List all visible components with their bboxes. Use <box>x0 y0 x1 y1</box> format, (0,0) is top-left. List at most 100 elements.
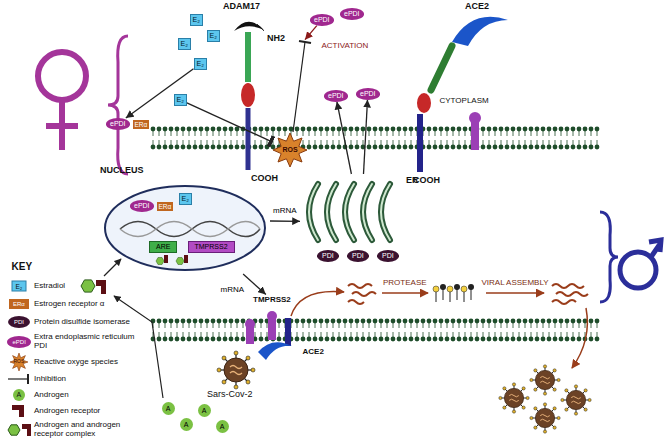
estradiol-square: E₂ <box>174 94 187 106</box>
legend-text: Estradiol <box>34 282 142 291</box>
key-heading: KEY <box>12 261 33 272</box>
node-text: PDI <box>322 252 334 260</box>
androgen-circle: A <box>162 402 175 415</box>
node-heading: NUCLEUS <box>100 166 144 176</box>
edge-label: mRNA <box>219 286 245 295</box>
node-heading: ADAM17 <box>223 2 260 12</box>
ar-complex <box>156 258 164 265</box>
legend-text: Reactive oxyge species <box>34 358 142 367</box>
female-symbol <box>38 52 86 150</box>
pdi-oval: PDI <box>347 250 369 262</box>
node-text: E₂ <box>197 60 204 68</box>
node-text: A <box>162 402 175 415</box>
node-text: ARE <box>156 243 170 251</box>
nucleus-outline <box>96 166 270 274</box>
estrogen-receptor: ERα <box>157 202 174 211</box>
node-text: ePDI <box>360 90 376 98</box>
pdi-oval: PDI <box>377 250 399 262</box>
key-icon-text: ePDI <box>13 339 26 346</box>
sars-cov-2-virus: Sars-Cov-2 <box>205 352 271 402</box>
connector-arrow <box>187 103 271 141</box>
node-text: E₂ <box>177 96 184 104</box>
epdi-oval: ePDI <box>310 14 334 26</box>
node-text: A <box>180 418 193 431</box>
estradiol-square: E₂ <box>190 14 203 26</box>
cell-membrane <box>150 126 600 150</box>
ar-complex <box>184 255 188 263</box>
estradiol-square: E₂ <box>179 193 192 205</box>
connector-arrow <box>243 274 266 295</box>
androgen-circle: A <box>216 420 229 433</box>
node-heading: Sars-Cov-2 <box>207 390 253 400</box>
ar-complex <box>176 258 184 265</box>
epdi-oval: ePDI <box>106 118 130 130</box>
node-text: ePDI <box>110 120 126 128</box>
ar-complex <box>164 255 168 263</box>
connector-arrow <box>364 100 368 174</box>
epdi-oval: ePDI <box>130 200 154 212</box>
cell-membrane <box>150 318 600 342</box>
node-text: E₂ <box>181 40 188 48</box>
connector-arrow <box>270 220 300 222</box>
node-text: COOH <box>251 174 278 184</box>
male-symbol <box>620 240 661 288</box>
legend-text: Extra endoplasmic reticulum PDI <box>34 333 142 351</box>
key-icon-text: ROS <box>14 359 25 365</box>
node-text: TMPRSS2 <box>195 243 228 251</box>
edge-label: ACTIVATION <box>320 42 369 51</box>
node-heading: ER <box>406 176 419 186</box>
node-text: ROS <box>271 133 309 167</box>
dna-strand <box>120 222 260 237</box>
epdi-oval: ePDI <box>324 90 348 102</box>
ros-star: ROS <box>271 133 309 167</box>
dna-strand <box>120 222 260 237</box>
node-text: TMPRSS2 <box>253 296 291 305</box>
estradiol-square: E₂ <box>207 30 220 42</box>
estradiol-square: E₂ <box>194 58 207 70</box>
ace2-receptor: ACE2COOH <box>395 0 520 190</box>
androgen-circle: A <box>180 418 193 431</box>
ace2-drawing <box>417 17 508 172</box>
viral-fragments <box>348 284 376 304</box>
connector-arrow <box>305 26 317 40</box>
legend-text: Inhibition <box>34 375 142 384</box>
node-text: A <box>198 404 211 417</box>
key-icon-text: ERα <box>13 301 25 308</box>
process-label: PROTEASE <box>383 279 427 288</box>
region-label: CYTOPLASM <box>440 97 489 106</box>
key-icon-text: E₂ <box>16 283 23 290</box>
node-text: NH2 <box>267 34 285 44</box>
node-text: ERα <box>135 121 148 128</box>
tmprss2-gene: TMPRSS2 <box>188 241 235 253</box>
protein-label: TMPRSS2 <box>252 295 292 306</box>
edge-label: mRNA <box>272 207 298 216</box>
process-label: VIRAL ASSEMBLY <box>482 279 549 288</box>
node-text: E₂ <box>193 16 200 24</box>
er-cisternae <box>309 184 390 240</box>
female-bracket <box>108 36 128 174</box>
viral-proteins <box>433 284 474 302</box>
node-text: ePDI <box>314 16 330 24</box>
key-icons <box>7 281 31 436</box>
endoplasmic-reticulum: ER PDI PDI PDI <box>300 174 422 270</box>
node-text: ePDI <box>134 202 150 210</box>
node-text: PDI <box>352 252 364 260</box>
node-text: ePDI <box>328 92 344 100</box>
connector-arrow <box>126 69 194 118</box>
legend-text: Androgen and androgen receptor complex <box>34 421 142 439</box>
epdi-oval: ePDI <box>356 88 380 100</box>
node-text: E₂ <box>182 195 189 203</box>
key-icon-text: PDI <box>14 319 24 326</box>
androgen-circle: A <box>198 404 211 417</box>
node-text: ACE2 <box>303 348 324 357</box>
node-text: E₂ <box>210 32 217 40</box>
node-text: ePDI <box>344 10 360 18</box>
nucleus-envelope <box>105 186 265 270</box>
legend-text: Estrogen receptor α <box>34 300 142 309</box>
pdi-oval: PDI <box>317 250 339 262</box>
male-bracket <box>600 212 618 302</box>
assembled-genomes <box>552 284 588 304</box>
